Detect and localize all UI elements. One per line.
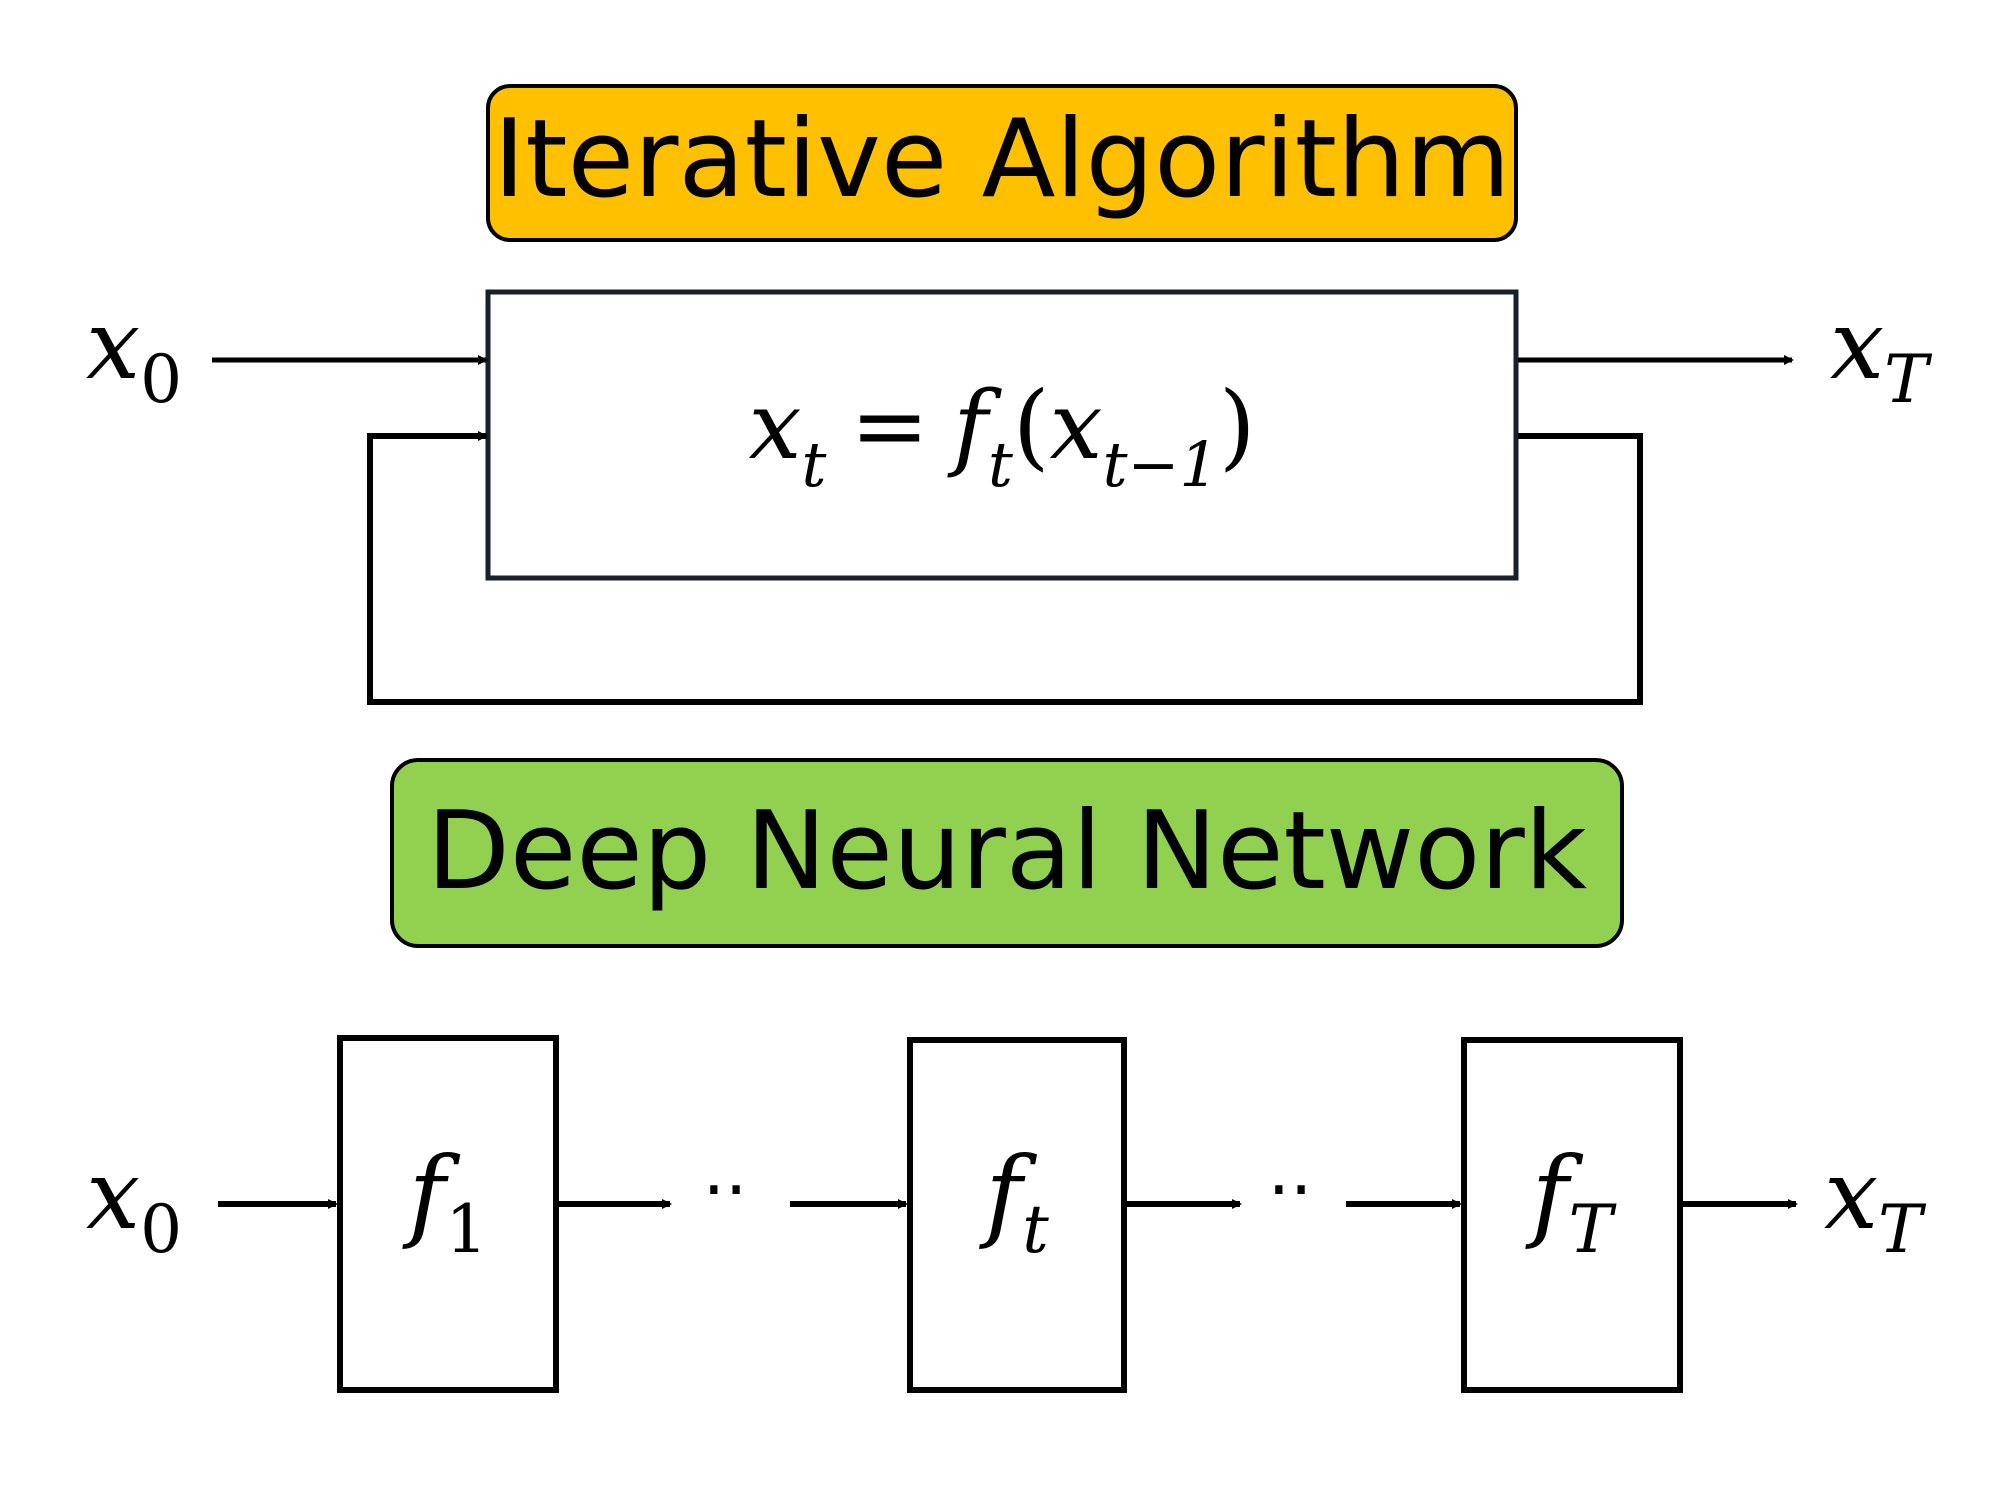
iterative-banner-title: Iterative Algorithm xyxy=(493,97,1510,222)
dnn-input-label: x0 xyxy=(86,1139,182,1268)
ellipsis-second: ·· xyxy=(1268,1149,1313,1231)
layer-box-last xyxy=(1461,1037,1683,1393)
iterative-output-label: xT xyxy=(1830,289,1933,418)
iterative-banner-box xyxy=(486,84,1518,242)
dnn-banner-title: Deep Neural Network xyxy=(427,789,1588,914)
ellipsis-first: ·· xyxy=(703,1149,748,1231)
dnn-banner-box xyxy=(390,758,1624,948)
layer-box-middle xyxy=(907,1037,1127,1393)
iterative-input-label: x0 xyxy=(86,289,182,418)
dnn-output-label: xT xyxy=(1824,1139,1927,1268)
iterative-equation: xt=ft(xt−1) xyxy=(748,372,1255,501)
iteration-function-box xyxy=(485,289,1519,581)
feedback-loop-arrow xyxy=(367,431,1643,705)
layer-box-first xyxy=(337,1035,559,1393)
